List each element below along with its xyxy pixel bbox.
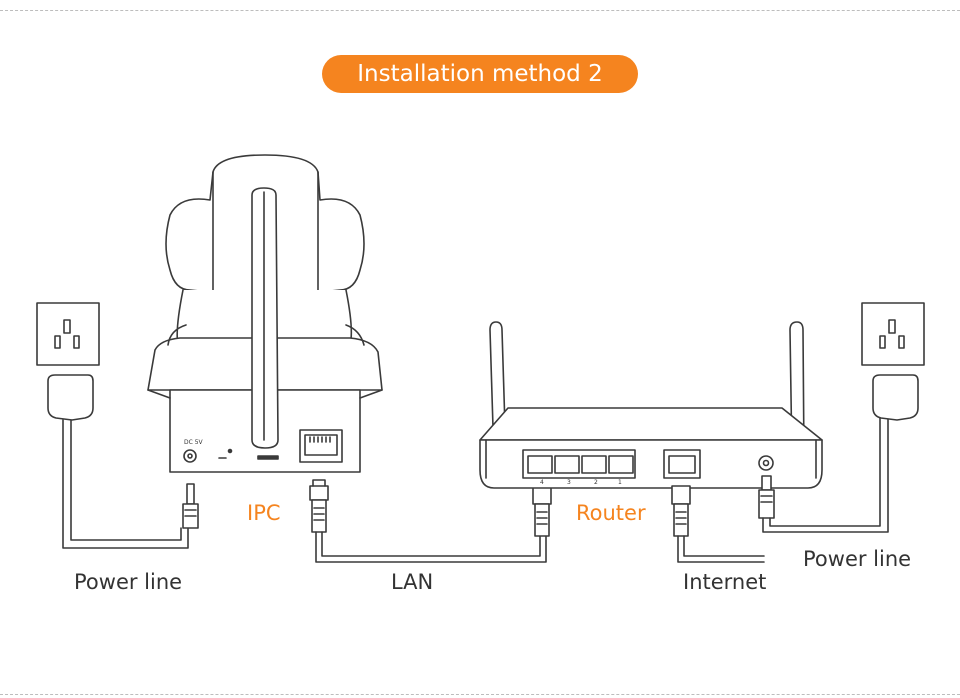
power-plug-icon bbox=[872, 374, 919, 421]
dc-plug-icon bbox=[182, 483, 199, 529]
router-label: Router bbox=[576, 501, 646, 525]
power-line-right-label: Power line bbox=[803, 547, 912, 571]
router-icon bbox=[479, 321, 823, 489]
power-outlet-icon bbox=[861, 302, 925, 366]
bottom-divider bbox=[0, 694, 960, 695]
dc-plug-icon bbox=[758, 417, 889, 533]
lan-label: LAN bbox=[391, 570, 434, 594]
top-divider bbox=[0, 10, 960, 11]
ip-camera-icon bbox=[147, 154, 383, 473]
router-port-label: 3 bbox=[567, 479, 571, 486]
rj45-connector-icon bbox=[532, 485, 552, 537]
camera-dc-label: DC 5V bbox=[184, 439, 204, 446]
power-plug-icon bbox=[47, 374, 189, 549]
title-banner: Installation method 2 bbox=[322, 55, 638, 93]
router-port-label: 1 bbox=[618, 479, 622, 486]
rj45-connector-icon bbox=[671, 485, 765, 563]
router-port-label: 4 bbox=[540, 479, 544, 486]
rj45-connector-icon bbox=[309, 479, 547, 563]
power-line-left-label: Power line bbox=[74, 570, 183, 594]
internet-label: Internet bbox=[683, 570, 767, 594]
ipc-label: IPC bbox=[247, 501, 281, 525]
power-outlet-icon bbox=[36, 302, 100, 366]
router-port-label: 2 bbox=[594, 479, 598, 486]
